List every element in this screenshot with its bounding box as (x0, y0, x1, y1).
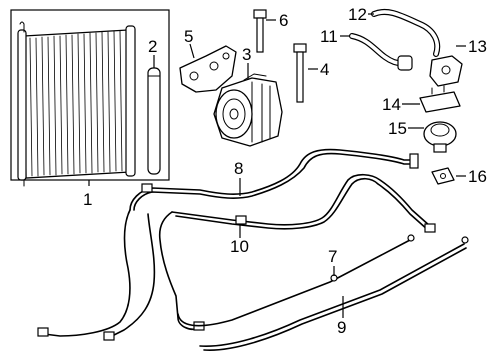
condenser-core (17, 21, 136, 187)
callout-9: 9 (337, 318, 346, 337)
callout-4: 4 (320, 60, 329, 79)
callout-16: 16 (468, 167, 487, 186)
callout-15: 15 (388, 119, 407, 138)
condenser-assembly (10, 9, 170, 187)
compressor-bracket (179, 45, 237, 93)
bolt-6 (253, 9, 267, 53)
hose-assembly-11-12 (349, 8, 441, 71)
callout-5: 5 (184, 27, 193, 46)
lines-7-9 (177, 234, 469, 351)
callout-11: 11 (320, 27, 338, 46)
callout-6: 6 (279, 11, 288, 30)
bolt-4 (293, 43, 307, 103)
callout-14: 14 (382, 95, 401, 114)
callout-3: 3 (242, 45, 251, 64)
callout-12: 12 (348, 5, 367, 24)
ac-compressor (213, 73, 283, 147)
pressure-sensor (423, 121, 457, 153)
mounting-plate (419, 85, 461, 113)
refrigerant-lines (37, 148, 436, 341)
leader-lines (88, 13, 466, 318)
callout-7: 7 (328, 247, 337, 266)
callout-13: 13 (468, 37, 487, 56)
clip-16 (431, 167, 455, 185)
callout-labels: 1 2 3 4 5 6 7 8 9 10 11 12 13 14 15 16 (83, 5, 487, 337)
callout-8: 8 (234, 159, 243, 178)
callout-2: 2 (148, 37, 157, 56)
expansion-valve (429, 55, 463, 87)
callout-10: 10 (230, 237, 249, 256)
condenser-frame (10, 9, 170, 181)
receiver-drier (147, 67, 161, 175)
callout-1: 1 (83, 190, 92, 209)
